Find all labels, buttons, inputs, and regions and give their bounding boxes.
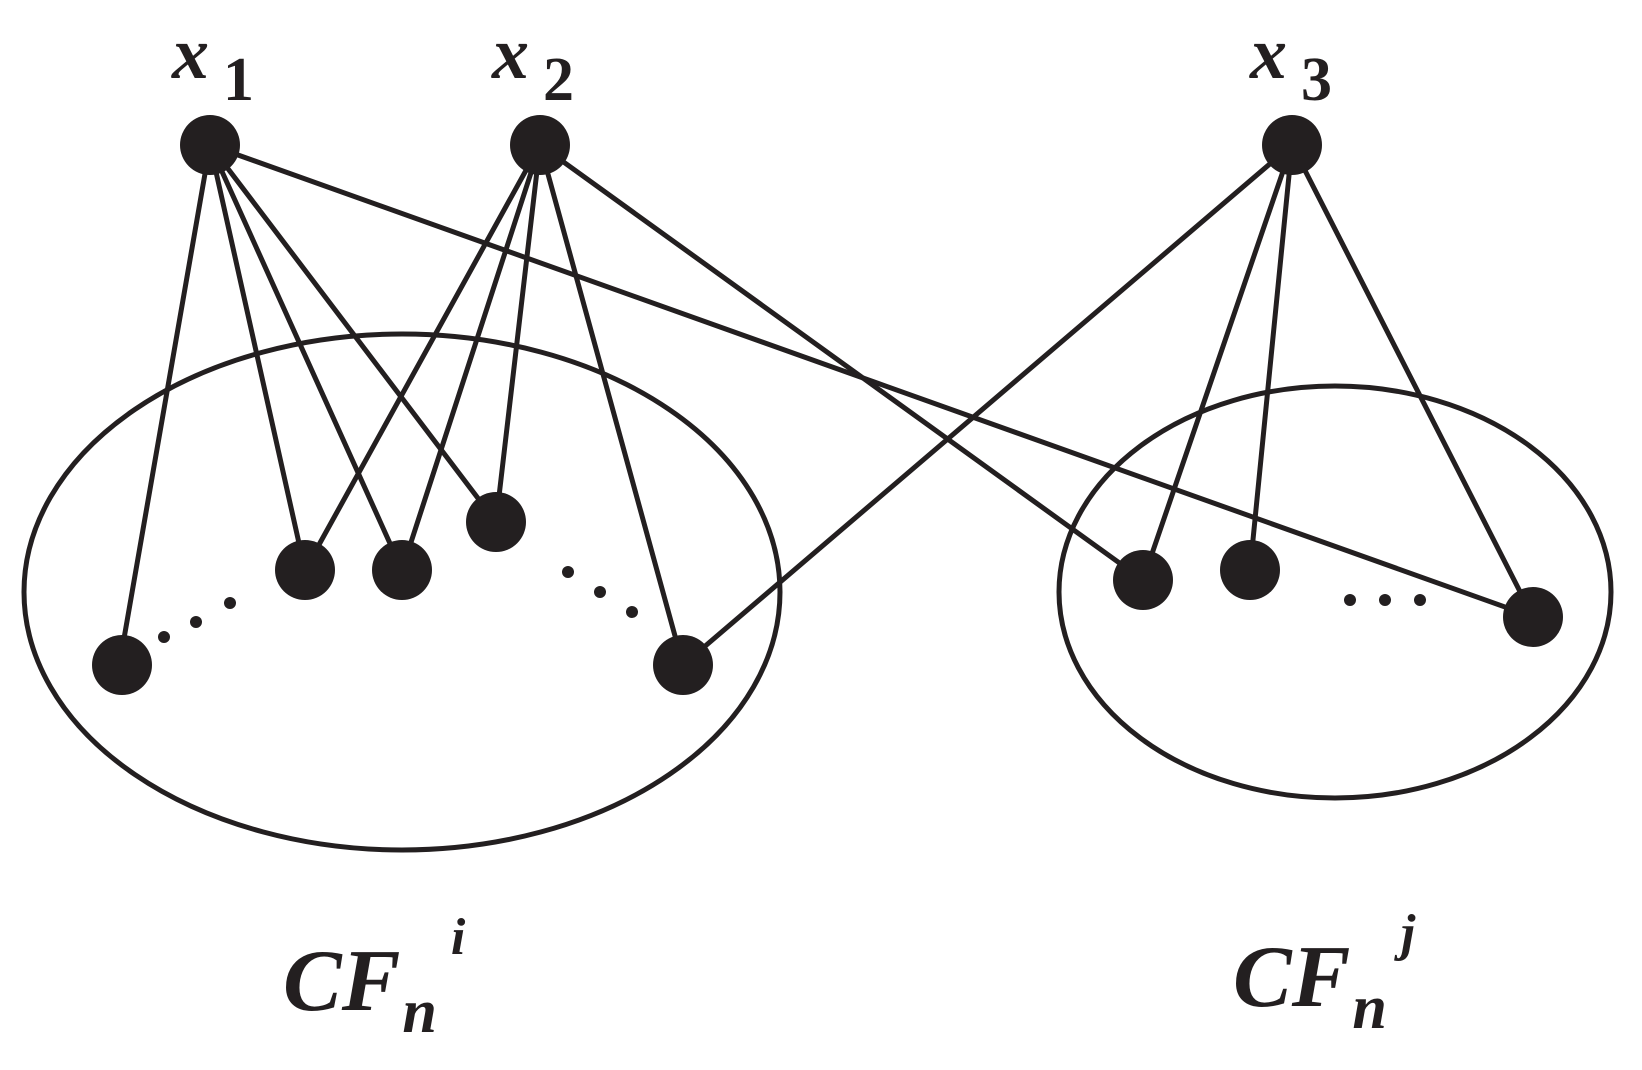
edge: [207, 142, 308, 573]
edge: [680, 142, 1295, 668]
edges-x1: [119, 142, 1536, 653]
vertex-left-1: [92, 635, 152, 695]
edge: [1247, 142, 1295, 573]
group-right-ellipse: [1056, 383, 1614, 801]
vertex-right-2: [1220, 540, 1280, 600]
label-group-right: CFnj: [1233, 905, 1416, 1042]
ellipsis-left-a: [158, 597, 236, 643]
edge: [493, 142, 543, 525]
edge: [302, 142, 543, 573]
edges-x2: [302, 142, 1146, 668]
label-group-left: CFni: [283, 909, 466, 1046]
vertex-left-3: [372, 540, 432, 600]
vertex-left-2: [275, 540, 335, 600]
edge: [207, 142, 1536, 620]
edge: [537, 142, 1146, 583]
vertex-x2: [510, 115, 570, 175]
edge: [1289, 142, 1536, 620]
vertex-right-3: [1503, 587, 1563, 647]
ellipsis-left-b: [562, 566, 638, 618]
vertex-x3: [1262, 115, 1322, 175]
edge: [537, 142, 686, 668]
edge: [399, 142, 543, 573]
edge: [207, 142, 499, 525]
edge: [207, 142, 405, 573]
ellipsis-right: [1344, 594, 1426, 606]
group-left-ellipse: [21, 331, 783, 853]
edge: [119, 142, 213, 653]
vertex-x1: [180, 115, 240, 175]
vertex-left-5: [653, 635, 713, 695]
edges-x3: [680, 142, 1536, 668]
edge: [1140, 142, 1295, 583]
vertex-right-1: [1113, 550, 1173, 610]
vertex-left-4: [466, 492, 526, 552]
